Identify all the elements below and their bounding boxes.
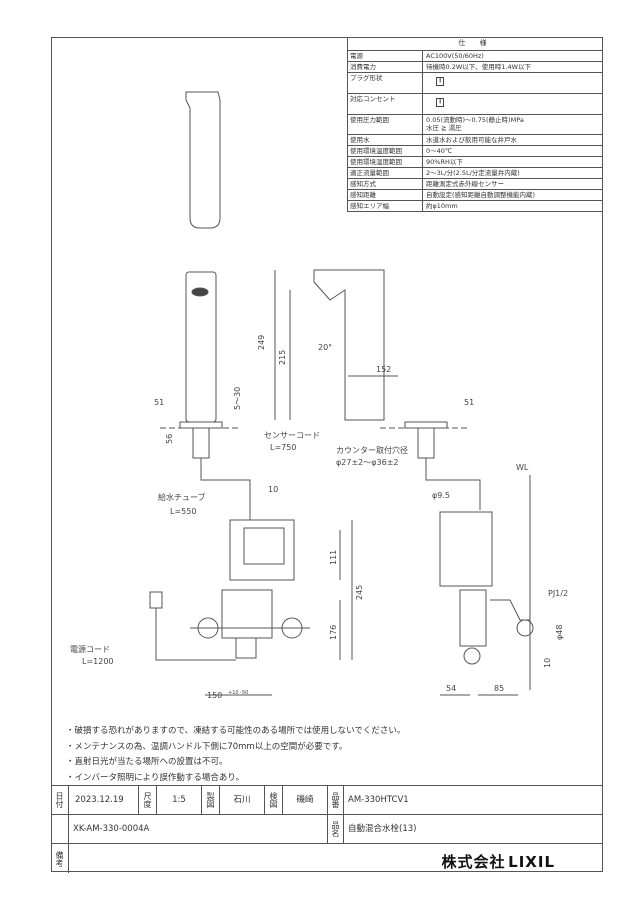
ref-value: XK-AM-330-0004A [69,815,328,844]
spec-label: 感知方式 [348,179,423,190]
note: ・直射日光が当たる場所への設置は不可。 [66,757,228,767]
dim-phi9-5: φ9.5 [432,491,450,500]
note: ・メンテナンスの為、温調ハンドル下側に70mm以上の空間が必要です。 [66,741,348,752]
dim-phi48: φ48 [555,625,564,640]
spec-row: 感知方式距離測定式赤外線センサー [348,179,603,191]
label-supply-tube-len: L=550 [170,507,196,516]
spec-label: 対応コンセント [348,94,423,115]
check-label: 検図 [265,786,283,815]
scale-value: 1:5 [157,786,202,815]
spec-label: 感知エリア幅 [348,201,423,212]
dim-51-right: 51 [464,398,474,407]
spec-value: 90%RH以下 [426,157,463,166]
name-value: 自動混合水栓(13) [344,815,603,844]
brand-area: 株式会社 LIXIL [69,844,603,873]
label-sensor-cord-len: L=750 [270,443,296,452]
dim-245: 245 [355,585,364,600]
ref-blank [51,815,69,844]
company-logo: 株式会社 LIXIL [441,851,555,872]
spec-label: 電源 [348,51,423,62]
spec-title: 仕 様 [348,37,603,51]
drawn-label: 製図 [202,786,220,815]
label-power-cord: 電源コード [70,645,110,654]
drawn-value: 石川 [220,786,265,815]
spec-label: 感知距離 [348,190,423,201]
dim-176: 176 [329,625,338,640]
spec-label: 使用環境温度範囲 [348,145,423,156]
dim-85: 85 [494,684,504,693]
label-counter-hole-val: φ27±2～φ36±2 [336,458,399,467]
spec-value: 約φ10mm [426,202,458,211]
spec-label: 適正流量範囲 [348,167,423,178]
spec-row: 感知距離自動設定(感知距離自動調整機能内蔵) [348,190,603,202]
note: ・インバータ照明により誤作動する場合あり。 [66,772,245,783]
brand-logo: LIXIL [508,853,555,871]
dim-150-tol: +10 -50 [228,690,248,696]
dim-152: 152 [376,365,391,374]
product-value: AM-330HTCV1 [344,786,603,815]
spec-row: 感知エリア幅約φ10mm [348,201,603,212]
spec-row: 対応コンセント ⫼ [348,94,603,116]
label-pj: PJ1/2 [548,589,568,598]
notes: ・破損する恐れがありますので、凍結する可能性のある場所では使用しないでください。… [66,724,405,786]
dim-249: 249 [257,335,266,350]
label-counter-hole: カウンター取付穴径 [336,445,408,455]
dim-215: 215 [278,350,287,365]
spec-value: 待機時0.2W以下、使用時1.4W以下 [426,63,532,72]
scale-label: 尺度 [139,786,157,815]
dim-54: 54 [446,684,456,693]
notes-label: 備考 [51,844,69,873]
spec-label: 消費電力 [348,62,423,73]
spec-row: プラグ形状 ⫼ [348,73,603,95]
spec-value: 自動設定(感知距離自動調整機能内蔵) [426,191,536,200]
spec-value: 水道水および飲用可能な井戸水 [426,135,517,144]
label-wl: WL [516,463,529,472]
date-label: 日付 [51,786,69,815]
label-power-cord-len: L=1200 [82,657,114,666]
spec-value: 距離測定式赤外線センサー [426,180,504,188]
dim-20deg: 20° [318,343,332,352]
spec-label: プラグ形状 [348,73,423,94]
check-value: 磯崎 [283,786,328,815]
dim-150: 150 [207,691,222,700]
spec-value: AC100V(50/60Hz) [426,52,484,60]
dim-51-left: 51 [154,398,164,407]
spec-row: 消費電力待機時0.2W以下、使用時1.4W以下 [348,62,603,74]
spec-value: ⫼ [423,73,603,93]
plug-icon: ⫼ [436,77,445,86]
note: ・破損する恐れがありますので、凍結する可能性のある場所では使用しないでください。 [66,726,406,736]
spec-value: 0.05(流動時)～0.75(静止時)MPa 水圧 ≧ 湯圧 [426,116,524,133]
spec-value: 0～40℃ [426,146,453,155]
dim-5-30: 5～30 [233,387,242,410]
spec-value: ⫼ [423,94,603,114]
spec-value: 2～3L/分(2.5L/分定流量弁内蔵) [426,168,520,177]
dim-10b: 10 [543,658,552,668]
name-label: 品名 [328,815,344,844]
drawing-frame [51,37,603,872]
spec-label: 使用圧力範囲 [348,115,423,134]
company-text: 株式会社 [441,853,506,871]
date-value: 2023.12.19 [69,786,139,815]
outlet-icon: ⫼ [436,98,445,107]
spec-row: 使用水水道水および飲用可能な井戸水 [348,134,603,146]
spec-label: 使用水 [348,134,423,145]
product-label: 品番 [328,786,344,815]
label-sensor-cord: センサーコード [264,431,320,440]
spec-label: 使用環境湿度範囲 [348,156,423,167]
title-block: 日付 2023.12.19 尺度 1:5 製図 石川 検図 磯崎 品番 AM-3… [51,785,603,873]
dim-56: 56 [165,434,174,444]
label-supply-tube: 給水チューブ [158,492,206,502]
dim-10: 10 [268,485,278,494]
dim-111: 111 [329,550,338,565]
